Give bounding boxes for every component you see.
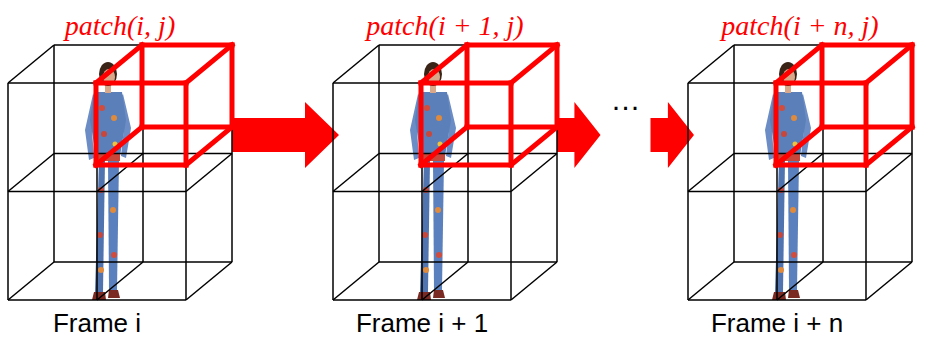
grid-line [866,262,912,300]
grid-line [8,262,54,300]
frame-grid: Frame ipatch(i, j) [8,45,232,300]
grid-line [511,262,557,300]
patch-cube-outline [776,45,912,165]
grid-line [688,154,734,192]
patch-cube-edge [140,45,145,127]
patch-cube-edge [186,127,232,165]
patch-cube-edge [776,45,822,83]
grid-line [333,45,379,83]
tracking-arrow [232,102,339,168]
grid-line [688,299,866,301]
grid-line [688,262,734,300]
grid-line [866,45,912,83]
grid-line [8,299,186,301]
frame-label: Frame i [8,308,186,339]
patch-cube-edge [864,83,869,165]
grid-line [333,262,379,300]
grid-line [54,261,232,263]
grid-line [734,261,912,263]
grid-line [97,45,143,83]
grid-line [379,261,557,263]
patch-cube-edge [467,43,557,48]
patch-cube: patch(i + n, j) [776,45,912,165]
patch-cube-edge [186,45,232,83]
patch-cube-edge [820,45,825,127]
patch-cube-edge [230,45,235,127]
frame-label: Frame i + n [688,308,866,339]
patch-label: patch(i + n, j) [721,10,878,42]
patch-cube-edge [467,125,557,130]
grid-line [186,45,232,83]
grid-line [777,45,823,83]
patch-cube-edge [822,43,912,48]
patch-cube: patch(i, j) [96,45,232,165]
grid-line [186,262,232,300]
patch-cube-edge [142,43,232,48]
ellipsis-label: … [608,85,644,115]
patch-cube-edge [509,83,514,165]
grid-line [688,45,734,83]
patch-cube-outline [421,45,557,165]
patch-cube-edge [421,163,511,168]
patch-cube-edge [822,125,912,130]
person-figure [410,62,456,300]
grid-line [511,45,557,83]
patch-label: patch(i + 1, j) [366,10,523,42]
grid-line [97,262,143,300]
patch-cube-edge [774,83,779,165]
patch-cube-edge [511,45,557,83]
grid-line [777,262,823,300]
patch-cube-edge [142,125,232,130]
grid-line [422,45,468,83]
frame-grid: Frame i + npatch(i + n, j) [688,45,912,300]
patch-cube-edge [94,83,99,165]
patch-cube-edge [96,127,142,165]
grid-line [333,154,379,192]
patch-cube: patch(i + 1, j) [421,45,557,165]
person-figure [765,62,811,300]
grid-line [422,262,468,300]
patch-cube-edge [421,127,467,165]
patch-cube-edge [776,163,866,168]
patch-cube-edge [910,45,915,127]
patch-cube-edge [96,45,142,83]
patch-cube-edge [866,45,912,83]
patch-cube-edge [465,45,470,127]
frame-label: Frame i + 1 [333,308,511,339]
grid-line [333,299,511,301]
grid-line [8,154,54,192]
patch-cube-edge [421,45,467,83]
grid-line [8,45,54,83]
patch-cube-edge [555,45,560,127]
patch-cube-edge [184,83,189,165]
patch-cube-edge [776,127,822,165]
patch-label: patch(i, j) [65,10,175,42]
patch-cube-edge [419,83,424,165]
person-figure [85,62,131,300]
patch-cube-outline [96,45,232,165]
patch-cube-edge [866,127,912,165]
frame-grid: Frame i + 1patch(i + 1, j) [333,45,557,300]
patch-cube-edge [511,127,557,165]
patch-cube-edge [96,163,186,168]
